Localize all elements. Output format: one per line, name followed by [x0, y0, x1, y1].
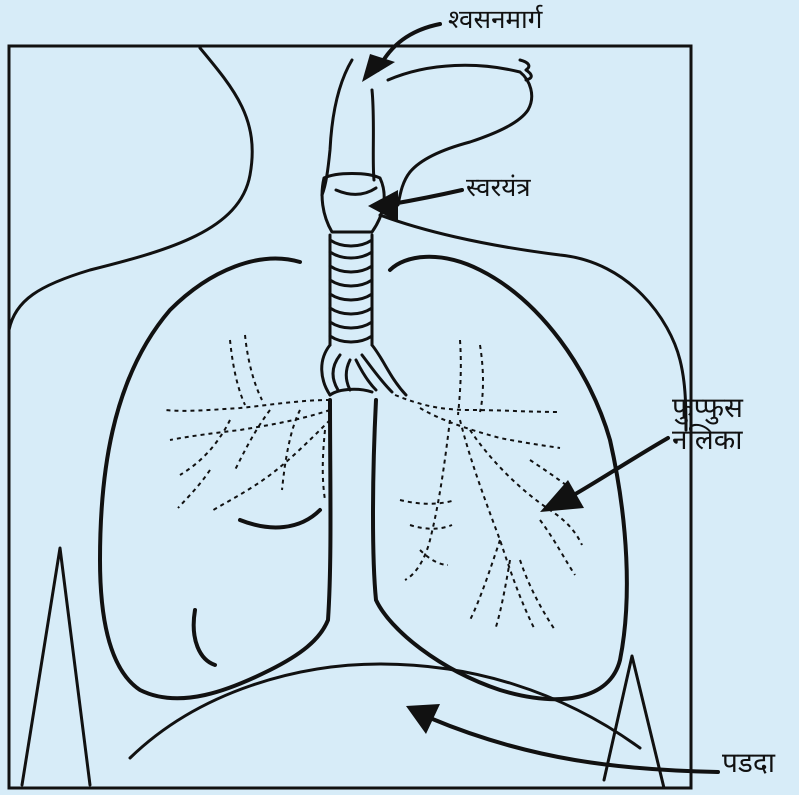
- diaphragm: [130, 664, 640, 758]
- bronchi-label-line2: नलिका: [672, 424, 743, 456]
- rib-left: [22, 548, 90, 785]
- arrow-windpipe: [362, 24, 440, 82]
- windpipe-label: श्वसनमार्ग: [448, 6, 542, 36]
- bronchi-label-line1: फुप्फुस: [672, 392, 743, 424]
- left-lung: [100, 259, 331, 699]
- right-lung: [373, 257, 627, 699]
- diagram-frame: [9, 46, 691, 788]
- arrow-diaphragm: [406, 704, 718, 772]
- right-bronchioles: [395, 340, 582, 630]
- bronchi-label: फुप्फुस नलिका: [672, 392, 743, 456]
- trachea: [322, 235, 406, 395]
- left-bronchioles: [165, 335, 330, 512]
- arrow-bronchi: [540, 438, 668, 512]
- diaphragm-label: पडदा: [722, 747, 775, 779]
- larynx-label: स्वरयंत्र: [466, 174, 531, 204]
